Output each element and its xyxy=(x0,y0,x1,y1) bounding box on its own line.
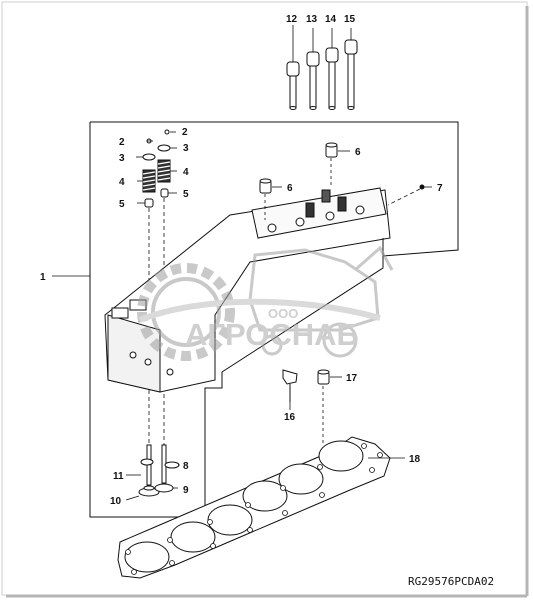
bolt-14 xyxy=(325,28,339,110)
watermark-company-small: ООО xyxy=(268,306,298,321)
plug-16 xyxy=(282,369,298,402)
callout-4b: 4 xyxy=(183,167,189,178)
callout-16: 16 xyxy=(284,412,296,423)
callout-11: 11 xyxy=(113,471,124,482)
callout-9: 9 xyxy=(183,485,189,496)
valves xyxy=(138,444,180,497)
callout-6a: 6 xyxy=(355,147,361,158)
sleeve-17 xyxy=(317,369,330,446)
callout-1: 1 xyxy=(40,272,46,283)
callout-5b: 5 xyxy=(183,189,189,200)
callouts: 1 2 2 3 3 4 4 5 5 6 6 7 8 9 10 11 12 13 … xyxy=(40,14,443,507)
callout-17: 17 xyxy=(346,373,358,384)
callout-8: 8 xyxy=(183,461,189,472)
callout-2b: 2 xyxy=(182,127,188,138)
callout-5a: 5 xyxy=(119,199,125,210)
callout-4a: 4 xyxy=(119,177,125,188)
callout-7: 7 xyxy=(437,183,443,194)
dowel-7 xyxy=(387,184,425,206)
watermark-company-name: АГРОСНАБ xyxy=(185,317,359,352)
head-gasket xyxy=(117,436,391,579)
callout-13: 13 xyxy=(306,14,318,25)
combine-harvester-icon xyxy=(248,245,394,358)
callout-12: 12 xyxy=(286,14,298,25)
callout-3b: 3 xyxy=(183,143,189,154)
valve-spring-left xyxy=(142,169,156,193)
leader-lines xyxy=(52,25,432,501)
callout-3a: 3 xyxy=(119,153,125,164)
callout-2a: 2 xyxy=(119,137,125,148)
callout-14: 14 xyxy=(325,14,337,25)
watermark-swoosh xyxy=(138,298,381,323)
head-bolts xyxy=(286,28,358,110)
callout-6b: 6 xyxy=(287,183,293,194)
bolt-12 xyxy=(286,28,300,110)
callout-18: 18 xyxy=(409,454,421,465)
gasket-bolt-holes xyxy=(125,443,383,575)
bolt-15 xyxy=(344,28,358,110)
watermark: ООО АГРОСНАБ xyxy=(137,245,394,361)
bolt-13 xyxy=(306,28,320,110)
callout-10: 10 xyxy=(110,496,122,507)
callout-15: 15 xyxy=(344,14,356,25)
assembly-frame xyxy=(89,121,459,518)
fittings-6 xyxy=(259,142,338,220)
head-springs-installed xyxy=(305,189,347,218)
reference-code: RG29576PCDA02 xyxy=(408,575,494,588)
gear-icon xyxy=(137,263,235,361)
valve-spring-right xyxy=(157,159,171,183)
